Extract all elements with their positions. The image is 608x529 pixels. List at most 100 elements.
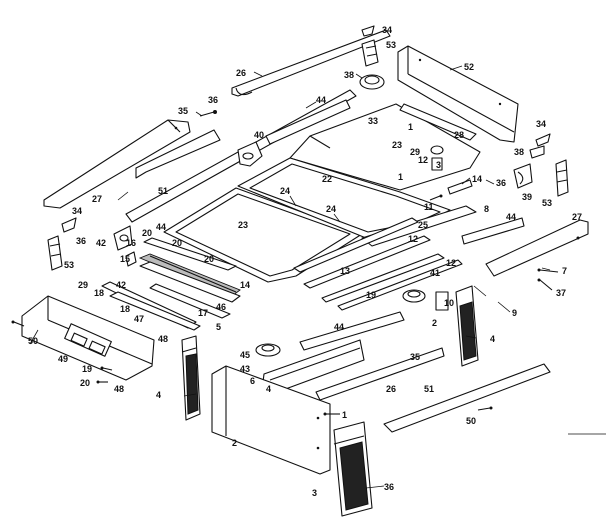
part-38-right-bushing: [529, 145, 545, 159]
callout-18: 18: [94, 288, 104, 298]
part-34-top-clip: [361, 25, 375, 37]
callout-29: 29: [410, 147, 420, 157]
callout-33: 33: [368, 116, 378, 126]
part-27-left-rail: [43, 119, 191, 209]
callout-7: 7: [562, 266, 567, 276]
callout-41: 41: [430, 268, 440, 278]
callout-52: 52: [464, 62, 474, 72]
callout-4: 4: [490, 334, 495, 344]
part-34-left-clip: [61, 217, 77, 233]
callout-20: 20: [142, 228, 152, 238]
callout-44: 44: [316, 95, 326, 105]
callout-25: 25: [418, 220, 428, 230]
callout-43: 43: [240, 364, 250, 374]
callout-18: 18: [120, 304, 130, 314]
part-19-screw: [100, 366, 113, 371]
callout-28: 28: [454, 130, 464, 140]
callout-9: 9: [512, 308, 517, 318]
part-27-right-rail: [485, 219, 589, 277]
callout-44: 44: [506, 212, 516, 222]
part-50-screw-left: [11, 320, 25, 327]
part-48-front-panel: [21, 295, 155, 381]
callout-42: 42: [116, 280, 126, 290]
callout-20: 20: [204, 254, 214, 264]
callout-48: 48: [114, 384, 124, 394]
callout-1: 1: [342, 410, 347, 420]
callout-34: 34: [72, 206, 82, 216]
callout-36: 36: [76, 236, 86, 246]
part-17-rail: [149, 283, 231, 319]
part-41-ring: [402, 289, 426, 303]
part-16-bracket: [125, 251, 137, 267]
callout-51: 51: [424, 384, 434, 394]
part-26-lower-trim: [315, 347, 445, 401]
callout-8: 8: [484, 204, 489, 214]
callout-4: 4: [266, 384, 271, 394]
part-42-bracket: [113, 225, 133, 251]
callout-36: 36: [496, 178, 506, 188]
part-51-lower-strip: [383, 363, 551, 433]
callout-45: 45: [240, 350, 250, 360]
callout-24: 24: [280, 186, 290, 196]
part-26-rear-trim: [231, 29, 391, 97]
part-10-bracket: [435, 291, 449, 311]
callout-44: 44: [156, 222, 166, 232]
part-13-crossbar: [293, 217, 463, 311]
callout-34: 34: [382, 25, 392, 35]
callout-36: 36: [208, 95, 218, 105]
part-20-rail: [143, 237, 237, 271]
callout-29: 29: [78, 280, 88, 290]
part-53-right-bracket: [555, 159, 569, 197]
part-50-screw-right: [477, 406, 493, 411]
callout-20: 20: [80, 378, 90, 388]
callout-37: 37: [556, 288, 566, 298]
part-28-right-trim: [399, 103, 477, 141]
part-14-bar: [447, 179, 473, 195]
callout-47: 47: [134, 314, 144, 324]
callout-5: 5: [216, 322, 221, 332]
part-2-bottom-panel: [211, 365, 331, 475]
part-20-screw: [96, 380, 108, 384]
callout-50: 50: [466, 416, 476, 426]
part-4-leg-right: [455, 285, 479, 367]
part-38-bushing: [359, 74, 385, 90]
callout-26: 26: [386, 384, 396, 394]
callout-11: 11: [424, 202, 434, 212]
callout-44: 44: [334, 322, 344, 332]
callout-23: 23: [392, 140, 402, 150]
callout-1: 1: [398, 172, 403, 182]
callout-27: 27: [92, 194, 102, 204]
callout-17: 17: [198, 308, 208, 318]
callout-4: 4: [156, 390, 161, 400]
callout-49: 49: [58, 354, 68, 364]
callout-14: 14: [240, 280, 250, 290]
part-37-screw: [537, 278, 553, 291]
part-51-strip: [135, 129, 221, 179]
part-39-bracket: [513, 163, 533, 189]
callout-19: 19: [366, 290, 376, 300]
callout-53: 53: [542, 198, 552, 208]
part-29-clip: [430, 145, 444, 171]
callout-51: 51: [158, 186, 168, 196]
callout-46: 46: [216, 302, 226, 312]
callout-50: 50: [28, 336, 38, 346]
callout-40: 40: [254, 130, 264, 140]
callout-42: 42: [96, 238, 106, 248]
callout-34: 34: [536, 119, 546, 129]
callout-1: 1: [408, 122, 413, 132]
part-44-lower-strip: [299, 311, 405, 351]
callout-35: 35: [178, 106, 188, 116]
part-34-right-clip: [535, 133, 551, 147]
callout-36: 36: [384, 482, 394, 492]
callout-2: 2: [232, 438, 237, 448]
part-3-leg-bottom: [333, 421, 373, 517]
callout-3: 3: [312, 488, 317, 498]
part-11-fastener: [429, 194, 443, 201]
callout-48: 48: [158, 334, 168, 344]
callout-38: 38: [344, 70, 354, 80]
callout-22: 22: [322, 174, 332, 184]
part-40-bracket: [237, 141, 263, 167]
part-4-leg-left: [181, 335, 201, 421]
callout-16: 16: [126, 238, 136, 248]
